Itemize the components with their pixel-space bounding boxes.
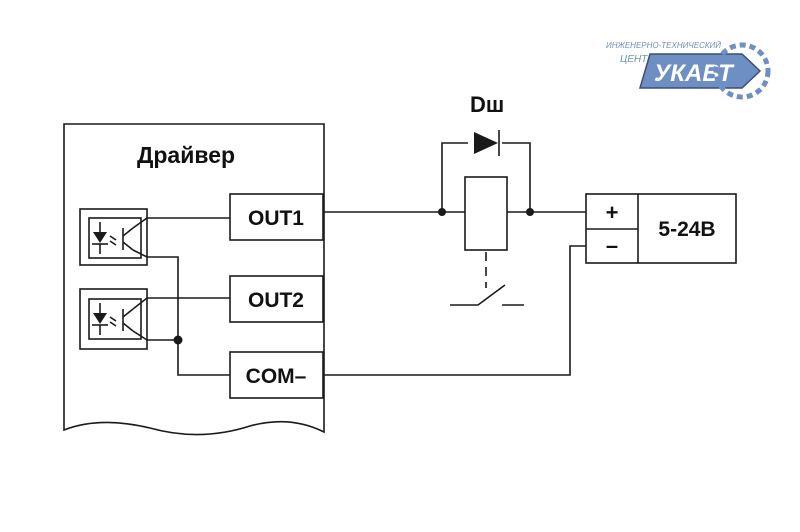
logo-brand: УКАВТ	[654, 60, 735, 87]
flyback-diode: Dш	[470, 92, 504, 156]
terminal-out1-label: OUT1	[248, 207, 304, 230]
logo-line1: ИНЖЕНЕРНО-ТЕХНИЧЕСКИЙ	[606, 41, 721, 50]
optocoupler-1	[79, 208, 148, 266]
terminal-out2	[229, 275, 324, 323]
junction-dot	[173, 335, 183, 345]
diode-label: Dш	[470, 92, 504, 117]
power-voltage-label: 5-24В	[658, 218, 715, 241]
logo-badge	[638, 53, 762, 89]
junction-dot	[526, 208, 534, 216]
terminal-out2-label: OUT2	[248, 289, 304, 312]
logo-line2: ЦЕНТР	[620, 54, 654, 65]
logo-gear-icon	[713, 42, 771, 100]
terminal-out1	[229, 193, 324, 241]
optocoupler-2	[79, 288, 148, 350]
logo: ИНЖЕНЕРНО-ТЕХНИЧЕСКИЙ ЦЕНТР УКАВТ	[606, 41, 771, 100]
terminal-com	[229, 351, 324, 399]
power-minus-label: –	[606, 233, 618, 258]
diode-icon	[474, 132, 498, 154]
led-icon	[93, 313, 107, 324]
power-supply: + – 5-24В	[585, 193, 737, 264]
junction-dot	[438, 208, 446, 216]
led-icon	[93, 232, 107, 243]
driver-title: Драйвер	[137, 142, 235, 168]
relay-contact	[450, 252, 524, 306]
power-plus-label: +	[606, 200, 619, 225]
internal-wiring	[132, 217, 230, 376]
external-wiring	[323, 142, 586, 376]
terminal-com-label: COM–	[246, 365, 307, 388]
relay-coil	[464, 176, 508, 251]
